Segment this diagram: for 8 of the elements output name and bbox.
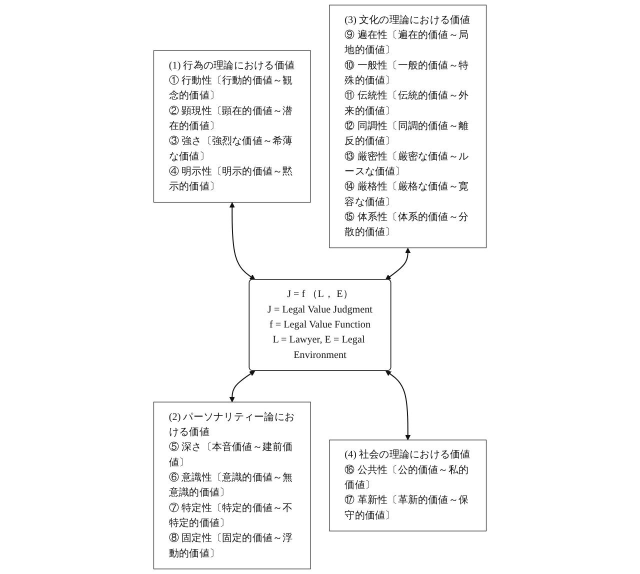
arrow [229, 370, 256, 402]
node-box: (2) パーソナリティー論における価値 ⑤ 深さ〔本音価値～建前価値〕 ⑥ 意識性〔意識的価値～無意識的価値〕 ⑦ 特定性〔特定的価値～不特定的価値〕 ⑧ 固定性〔固定的価値～浮動的価値〕 [153, 402, 311, 570]
node-box: (1) 行為の理論における価値 ① 行動性〔行動的価値～観念的価値〕 ② 顕現性〔顕在的価値～潜在的価値〕 ③ 強さ〔強烈な価値～希薄な価値〕 ④ 明示性〔明示的価値～黙示的価値〕 [153, 50, 311, 203]
node-box: (4) 社会の理論における価値 ⑯ 公共性〔公的価値～私的価値〕 ⑰ 革新性〔革新的価値～保守的価値〕 [329, 440, 487, 532]
node-box: (3) 文化の理論における価値 ⑨ 遍在性〔遍在的価値～局地的価値〕 ⑩ 一般性〔一般的価値～特殊的価値〕 ⑪ 伝統性〔伝統的価値～外来的価値〕 ⑫ 同調性〔同調的価値～離反的価値〕 ⑬ 厳密性〔厳密な価値～ルースな価値〕 ⑭ 厳格性〔厳格な価値～寛容な価値〕 ⑮ 体系性〔体系的価値～分散的価値〕 [329, 4, 487, 248]
arrow [229, 202, 256, 280]
arrow [385, 248, 411, 280]
arrow [386, 370, 411, 440]
